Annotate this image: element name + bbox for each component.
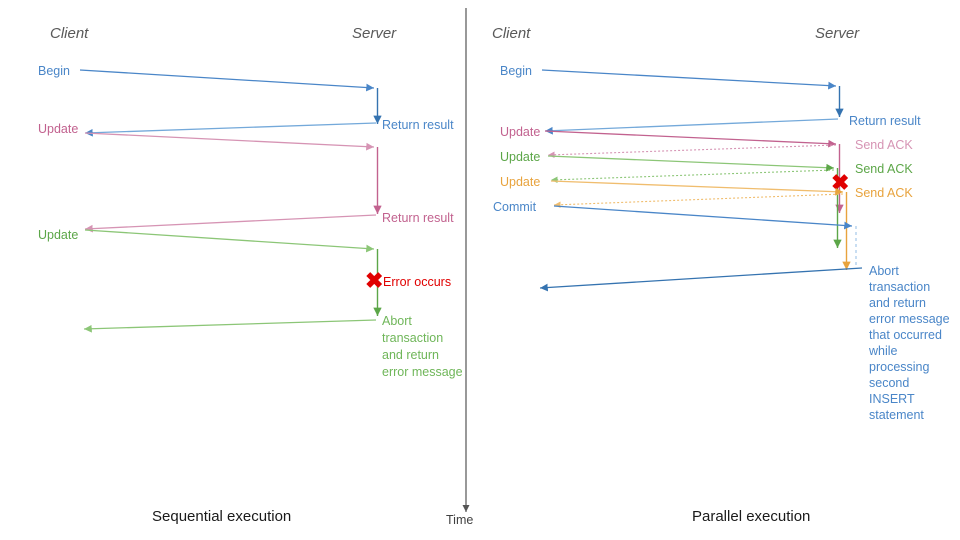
left-abort-note-line-3: error message	[382, 365, 463, 379]
left-message-update2: Update	[38, 228, 375, 253]
left-message-update1: Update	[38, 122, 375, 151]
right-abort-note-line-6: processing	[869, 360, 929, 374]
time-axis-label: Time	[446, 513, 473, 527]
left-message-return2-label: Return result	[382, 211, 454, 225]
right-abort-note-line-1: transaction	[869, 280, 930, 294]
right-message-update1-label: Update	[500, 125, 540, 139]
right-message-commit: Commit	[493, 200, 857, 266]
right-arrow-update2	[547, 155, 835, 172]
right-message-ack2-label: Send ACK	[855, 162, 913, 176]
right-arrow-return1	[544, 118, 839, 135]
right-abort-note-line-7: second	[869, 376, 909, 390]
left-activation-blue: Return result	[84, 88, 454, 137]
right-arrow-commit	[553, 205, 853, 230]
error-x-icon: ✖	[365, 268, 383, 293]
right-arrow-ack2	[550, 169, 835, 184]
right-message-return1-label: Return result	[849, 114, 921, 128]
left-arrow-begin	[79, 69, 375, 92]
left-arrow-update1	[84, 132, 375, 151]
right-message-begin: Begin	[500, 64, 837, 90]
right-message-ack1-label: Send ACK	[855, 138, 913, 152]
right-message-update2-label: Update	[500, 150, 540, 164]
left-actor-server: Server	[352, 25, 397, 42]
right-message-begin-label: Begin	[500, 64, 532, 78]
left-abort-note-line-0: Abort	[382, 314, 412, 328]
right-arrow-update3	[550, 180, 844, 196]
right-abort-note-line-0: Abort	[869, 264, 899, 278]
right-message-update3-label: Update	[500, 175, 540, 189]
left-panel-caption: Sequential execution	[152, 508, 291, 525]
left-message-begin-label: Begin	[38, 64, 70, 78]
right-abort-note-line-3: error message	[869, 312, 950, 326]
right-arrow-ack1	[547, 144, 837, 159]
right-abort-group: Abort transaction and return error messa…	[539, 264, 950, 422]
left-arrow-return1	[84, 122, 377, 137]
left-panel: Client Server Begin Return result Update	[38, 25, 463, 525]
right-abort-note-line-2: and return	[869, 296, 926, 310]
left-activation-green: ✖ Error occurs Abort transaction and ret…	[83, 249, 463, 379]
right-actor-client: Client	[492, 25, 531, 42]
right-message-commit-label: Commit	[493, 200, 537, 214]
left-abort-note-line-2: and return	[382, 348, 439, 362]
right-panel-caption: Parallel execution	[692, 508, 810, 525]
right-arrow-begin	[541, 69, 837, 90]
left-activation-pink: Return result	[84, 147, 454, 233]
right-arrow-abort	[539, 267, 863, 292]
right-abort-note-line-4: that occurred	[869, 328, 942, 342]
right-message-update3: Update Send ACK	[500, 175, 913, 270]
right-arrow-ack3	[553, 193, 844, 209]
left-arrow-update2	[84, 229, 375, 253]
right-panel: Client Server Begin Return result Update…	[492, 25, 950, 525]
right-message-update1: Update Send ACK	[500, 125, 913, 213]
left-actor-client: Client	[50, 25, 89, 42]
left-message-update2-label: Update	[38, 228, 78, 242]
time-axis: Time	[446, 8, 473, 527]
left-arrow-return2	[84, 214, 377, 233]
left-abort-note-line-1: transaction	[382, 331, 443, 345]
left-message-return1-label: Return result	[382, 118, 454, 132]
right-abort-note-line-8: INSERT	[869, 392, 915, 406]
right-message-ack3-label: Send ACK	[855, 186, 913, 200]
left-message-begin: Begin	[38, 64, 375, 92]
left-arrow-abort	[83, 319, 377, 333]
right-activation-blue: Return result	[544, 86, 921, 135]
left-error-note: Error occurs	[383, 275, 451, 289]
right-abort-note-line-5: while	[868, 344, 898, 358]
right-abort-note-line-9: statement	[869, 408, 924, 422]
right-arrow-update1	[544, 130, 837, 148]
right-actor-server: Server	[815, 25, 860, 42]
left-message-update1-label: Update	[38, 122, 78, 136]
